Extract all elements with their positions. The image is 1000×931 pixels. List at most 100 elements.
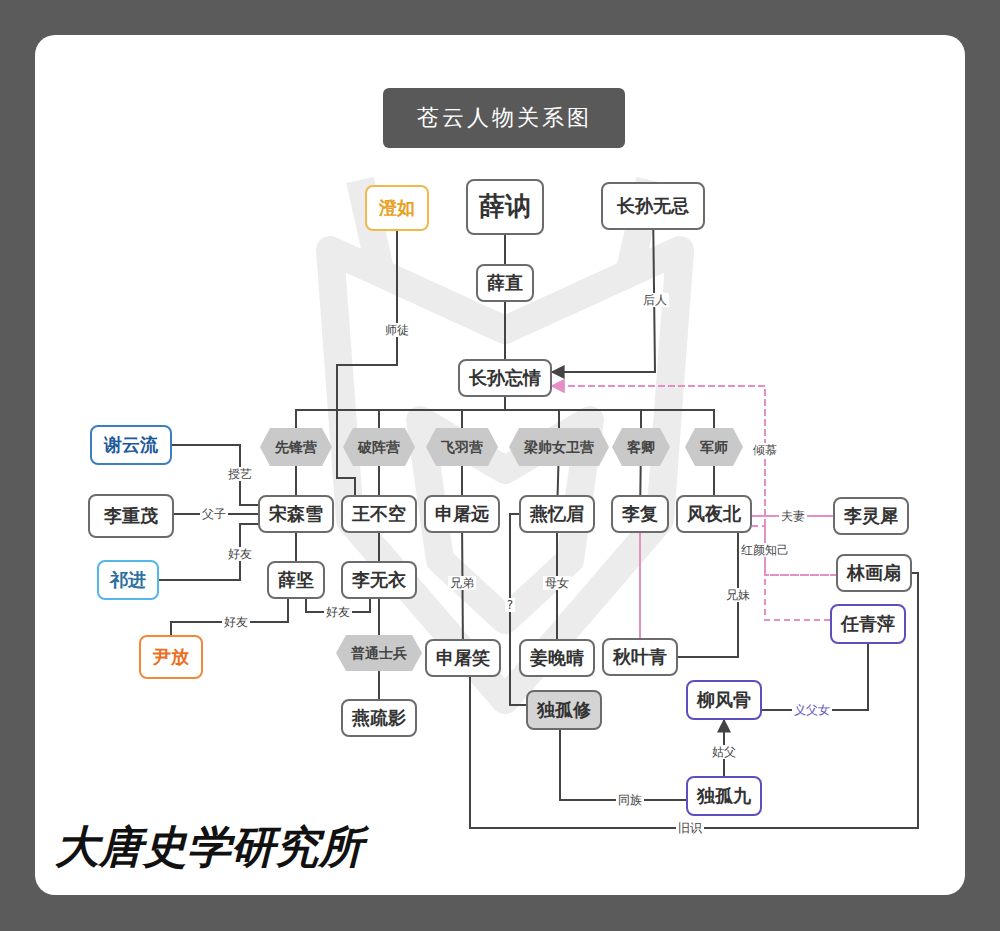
node-text: 薛讷 [479,191,531,222]
node-text: 申屠远 [435,503,489,525]
relation-label: 兄妹 [724,588,752,602]
node-text: 飞羽营 [441,439,483,456]
person-box: 祁进 [97,560,159,600]
relation-line [505,397,559,428]
node-text: 薛坚 [278,569,314,591]
relation-line [295,466,297,495]
relation-label: 同族 [616,793,644,807]
relation-label: 授艺 [226,467,254,481]
node-text: 尹放 [153,646,189,668]
relation-line [505,397,714,428]
relation-label: 红颜知己 [739,543,791,557]
node-text: 燕疏影 [352,707,406,729]
person-box: 申屠笑 [425,639,501,677]
relation-label: 好友 [226,547,254,561]
person-box: 澄如 [365,185,429,231]
node-text: 普通士兵 [351,645,407,662]
node-text: 王不空 [352,503,406,525]
relation-line [378,466,380,495]
relation-label: 夫妻 [779,509,807,523]
node-text: 申屠笑 [436,647,490,669]
node-text: 燕忆眉 [530,503,584,525]
node-text: 澄如 [379,197,415,219]
relation-line [504,235,506,264]
title-banner: 苍云人物关系图 [383,88,625,148]
unit-hexagon: 梁帅女卫营 [509,428,609,466]
node-text: 祁进 [110,569,146,591]
node-text: 宋森雪 [269,503,323,525]
relation-label: 好友 [324,605,352,619]
relation-label: 师徒 [383,323,411,337]
node-text: 李灵犀 [844,505,898,527]
relation-line [171,599,288,635]
relation-line [172,445,258,505]
person-box: 宋森雪 [258,495,334,533]
person-box: 李灵犀 [833,497,909,535]
person-box: 燕忆眉 [519,495,595,533]
person-box: 薛坚 [267,561,325,599]
hexagon-fill [336,635,422,671]
relation-line [461,466,463,495]
person-box: 申屠远 [424,495,500,533]
node-text: 任青萍 [841,613,895,635]
unit-hexagon: 飞羽营 [426,428,498,466]
relation-line [762,644,868,710]
node-text: 柳风骨 [697,689,751,711]
relation-label: 义父女 [792,703,832,717]
node-text: 李重茂 [104,505,158,527]
person-box: 尹放 [139,635,203,679]
person-box: 柳风骨 [686,680,762,720]
relation-line [504,302,506,359]
person-box: 谢云流 [90,425,172,465]
title-text: 苍云人物关系图 [417,103,592,133]
relation-line [552,230,655,372]
person-box: 薛直 [476,264,534,302]
unit-hexagon: 先锋营 [260,428,332,466]
hexagon-fill [685,428,743,466]
relation-label: 后人 [641,293,669,307]
node-text: 李复 [622,503,658,525]
person-box: 独孤九 [686,776,762,816]
hexagon-fill [426,428,498,466]
relation-line [560,730,686,800]
relation-line [462,397,505,428]
hexagon-fill [343,428,415,466]
node-text: 长孙无忌 [617,195,689,217]
unit-hexagon: 军师 [685,428,743,466]
relation-line [639,533,641,638]
hexagon-fill [260,428,332,466]
node-text: 军师 [700,439,728,456]
person-box: 燕疏影 [341,699,417,737]
person-box: 王不空 [341,495,417,533]
person-box: 任青萍 [830,604,906,644]
relation-line [552,386,836,575]
person-box: 长孙忘情 [458,359,552,397]
relation-label: 母女 [543,576,571,590]
node-text: 谢云流 [104,434,158,456]
relation-line [379,397,505,428]
relation-line [639,466,641,495]
relation-line [378,533,380,561]
relation-label: 倾慕 [751,443,779,457]
person-box: 李无衣 [341,561,417,599]
relation-line [159,524,258,580]
person-box: 姜晚晴 [519,639,595,677]
unit-hexagon: 普通士兵 [336,635,422,671]
unit-hexagon: 客卿 [612,428,670,466]
node-text: 李无衣 [352,569,406,591]
relation-line [378,671,380,699]
relation-line [470,573,918,828]
person-box: 独孤修 [526,690,602,730]
node-text: 独孤九 [697,785,751,807]
relation-line [557,466,560,495]
person-box: 李重茂 [88,494,174,538]
node-text: 薛直 [487,272,523,294]
relation-label: 旧识 [676,821,704,835]
relation-label: 姑父 [710,745,738,759]
node-text: 秋叶青 [613,646,667,668]
node-text: 独孤修 [537,699,591,721]
node-text: 梁帅女卫营 [524,439,594,456]
person-box: 林画扇 [836,554,912,592]
relation-label: 好友 [222,615,250,629]
relation-line [295,533,297,561]
